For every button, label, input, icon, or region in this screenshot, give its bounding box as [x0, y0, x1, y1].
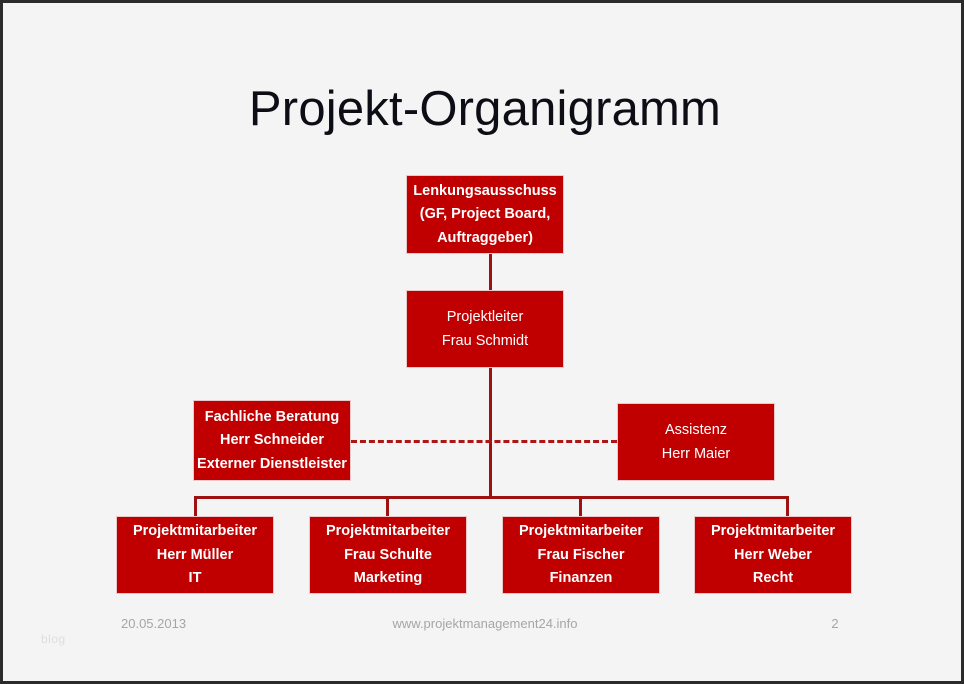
node-line-2: (GF, Project Board,: [419, 206, 551, 223]
node-lenkungsausschuss[interactable]: Lenkungsausschuss (GF, Project Board, Au…: [406, 175, 564, 254]
node-assistenz[interactable]: Assistenz Herr Maier: [617, 403, 775, 481]
page-title: Projekt-Organigramm: [248, 82, 722, 136]
connector-lead-trunk: [489, 368, 492, 497]
connector-drop-member-finance: [579, 496, 582, 517]
node-line-2: Herr Müller: [156, 546, 234, 563]
node-line-1: Projektmitarbeiter: [518, 523, 644, 540]
node-line-2: Frau Schulte: [344, 546, 432, 563]
node-line-3: Recht: [752, 570, 794, 587]
connector-member-bus: [194, 496, 786, 499]
node-line-1: Projektmitarbeiter: [710, 523, 836, 540]
footer-url: www.projektmanagement24.info: [392, 616, 578, 631]
connector-drop-member-it: [194, 496, 197, 517]
node-projektmitarbeiter-finanzen[interactable]: Projektmitarbeiter Frau Fischer Finanzen: [502, 516, 660, 594]
connector-drop-member-legal: [786, 496, 789, 517]
node-line-1: Projektmitarbeiter: [132, 523, 258, 540]
node-line-1: Fachliche Beratung: [204, 408, 340, 425]
node-line-3: IT: [188, 570, 202, 587]
node-line-1: Projektleiter: [446, 309, 524, 325]
node-projektmitarbeiter-it[interactable]: Projektmitarbeiter Herr Müller IT: [116, 516, 274, 594]
node-line-3: Marketing: [353, 570, 423, 587]
node-projektmitarbeiter-recht[interactable]: Projektmitarbeiter Herr Weber Recht: [694, 516, 852, 594]
node-fachliche-beratung[interactable]: Fachliche Beratung Herr Schneider Extern…: [193, 400, 351, 481]
node-line-3: Finanzen: [549, 570, 613, 587]
node-line-1: Projektmitarbeiter: [325, 523, 451, 540]
node-line-1: Assistenz: [664, 422, 728, 438]
node-line-3: Auftraggeber): [437, 229, 533, 246]
node-projektmitarbeiter-marketing[interactable]: Projektmitarbeiter Frau Schulte Marketin…: [309, 516, 467, 594]
node-line-2: Frau Fischer: [537, 546, 625, 563]
node-line-2: Herr Schneider: [220, 432, 324, 449]
node-line-2: Herr Maier: [661, 445, 731, 462]
connector-consulting-to-assistance: [351, 440, 617, 443]
node-line-2: Frau Schmidt: [441, 332, 529, 349]
footer-date: 20.05.2013: [121, 616, 187, 631]
node-line-3: Externer Dienstleister: [197, 455, 347, 472]
node-line-2: Herr Weber: [734, 546, 812, 563]
footer-page-number: 2: [831, 616, 839, 631]
node-line-1: Lenkungsausschuss: [413, 182, 557, 199]
connector-drop-member-marketing: [386, 496, 389, 517]
node-projektleiter[interactable]: Projektleiter Frau Schmidt: [406, 290, 564, 368]
connector-steering-to-lead: [489, 254, 492, 290]
blog-watermark: blog: [41, 632, 66, 646]
